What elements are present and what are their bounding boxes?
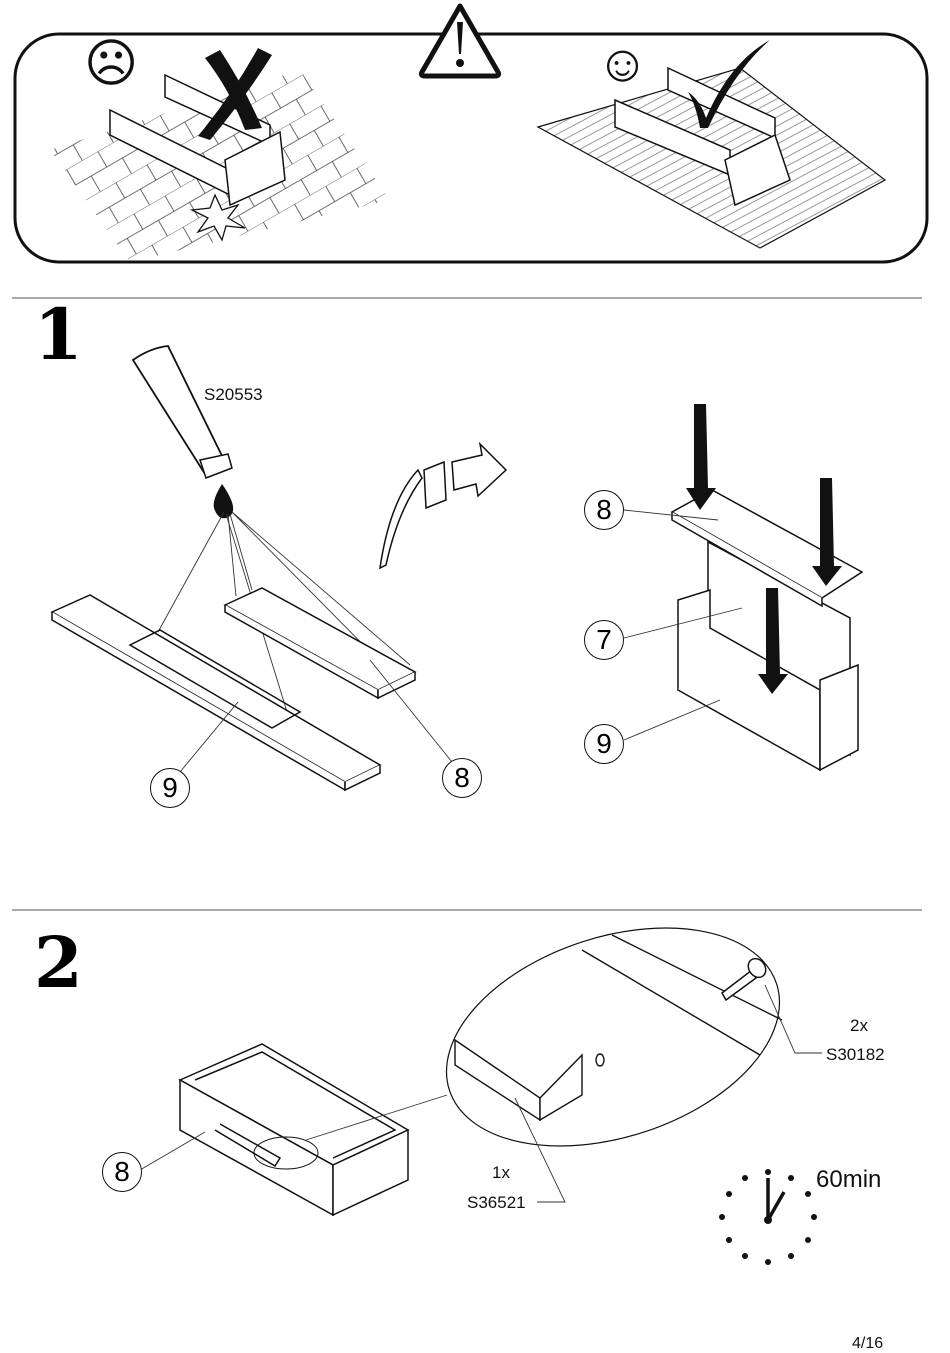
handle-part-number: S36521 <box>467 1194 526 1211</box>
detail-zoom <box>455 935 782 1120</box>
soft-rug-illustration <box>538 68 885 248</box>
glue-part-number: S20553 <box>204 386 263 403</box>
assembly-time: 60min <box>816 1168 881 1192</box>
happy-face-icon: ☺ <box>596 38 649 90</box>
rotate-arrow-icon <box>380 444 506 568</box>
screw-part-number: S30182 <box>826 1046 885 1063</box>
part-8-board <box>225 588 415 698</box>
sad-face-icon: ☹ <box>84 38 138 90</box>
glue-tube-icon <box>133 346 233 518</box>
callout-part-8-drawer: 8 <box>102 1152 142 1192</box>
hard-floor-illustration <box>50 70 390 262</box>
clock-icon <box>719 1169 817 1265</box>
screw-icon <box>722 955 769 1000</box>
drawer-illustration <box>180 1044 408 1215</box>
callout-part-7: 7 <box>584 620 624 660</box>
callout-part-9-right: 9 <box>584 724 624 764</box>
callout-part-8-left: 8 <box>442 758 482 798</box>
warning-triangle-icon <box>421 6 498 76</box>
step-number-1: 1 <box>34 300 83 370</box>
callout-part-8-right: 8 <box>584 490 624 530</box>
page-number: 4/16 <box>852 1336 883 1352</box>
step-number-2: 2 <box>34 928 83 998</box>
screw-quantity: 2x <box>850 1017 868 1034</box>
handle-quantity: 1x <box>492 1164 510 1181</box>
detail-ellipse-large <box>419 889 808 1186</box>
part-9-rail <box>52 595 380 790</box>
callout-part-9-left: 9 <box>150 768 190 808</box>
